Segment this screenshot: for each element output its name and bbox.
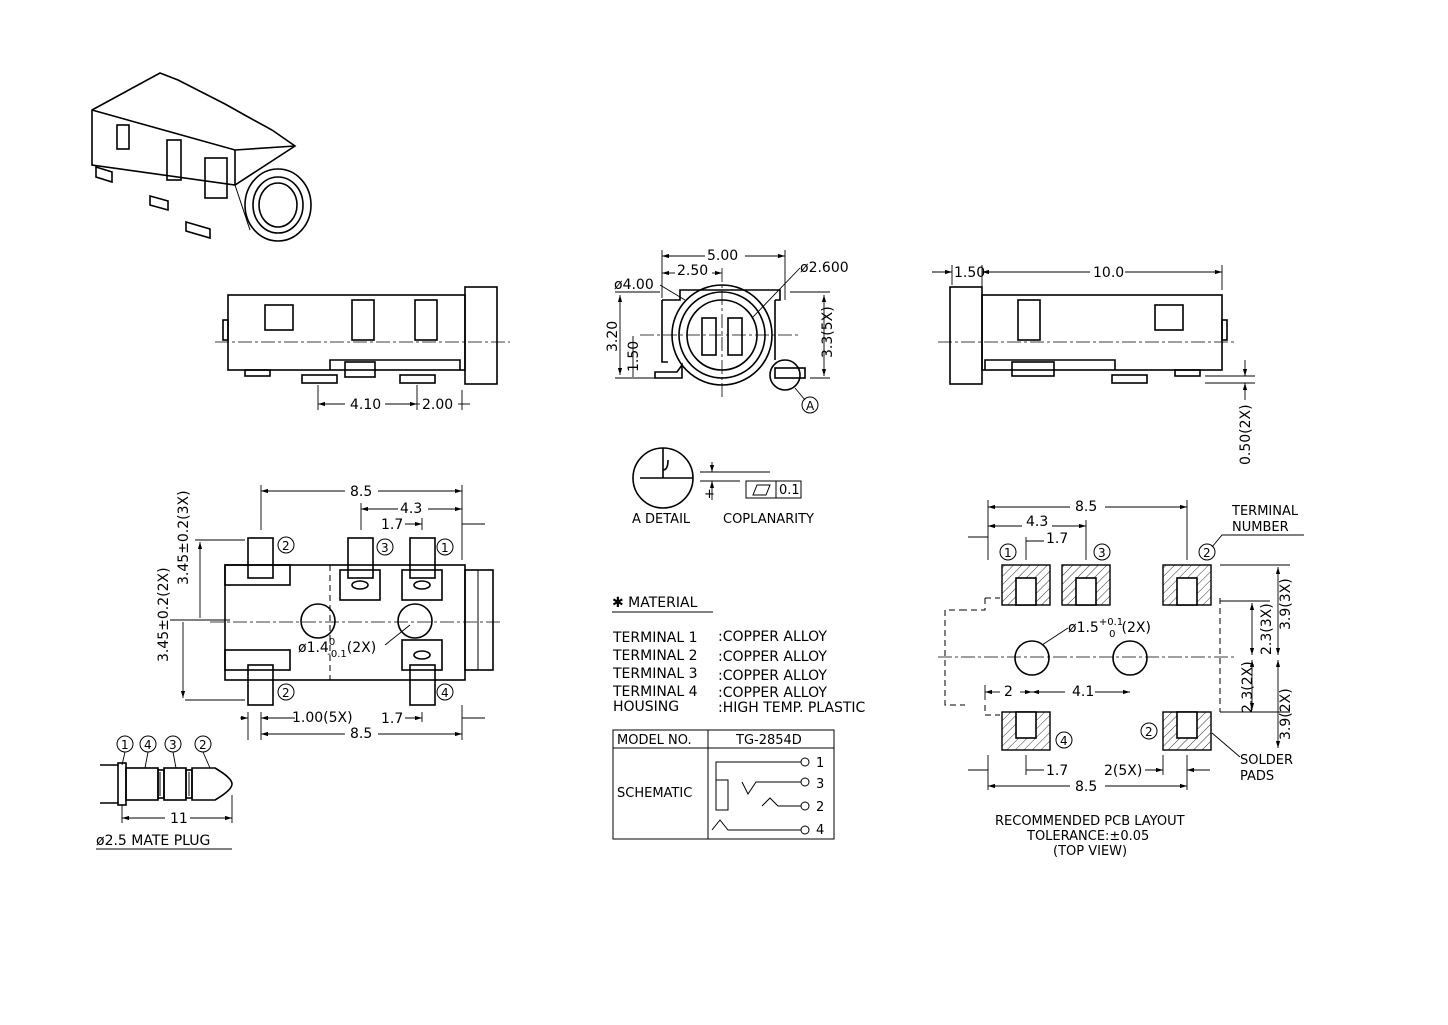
- dim-d2.600: ø2.600: [800, 260, 849, 276]
- top-term-1: 1: [441, 541, 449, 555]
- dim-3.3-5x: 3.3(5X): [820, 306, 836, 358]
- mat-part-3: TERMINAL 3: [612, 666, 698, 682]
- top-dim-h1: 3.45±0.2(2X): [156, 567, 172, 662]
- mat-val-2: :COPPER ALLOY: [718, 649, 827, 665]
- plug-pin-4: 4: [144, 738, 152, 752]
- sch-pin-4: 4: [816, 823, 824, 838]
- pcb-dim-2: 2: [1004, 684, 1013, 700]
- mat-val-1: :COPPER ALLOY: [718, 629, 827, 645]
- pcb-dim-v1: 2.3(3X): [1259, 603, 1275, 655]
- pcb-dim-1.7a: 1.7: [1046, 531, 1068, 547]
- top-dim-h2: 3.45±0.2(3X): [176, 490, 192, 585]
- pcb-dim-4.3: 4.3: [1026, 514, 1048, 530]
- dim-1.50-r: 1.50: [954, 265, 985, 281]
- material-title: ✱ MATERIAL: [612, 595, 698, 611]
- a-detail-label: A DETAIL: [632, 512, 691, 527]
- pcb-term-2b: 2: [1145, 725, 1153, 739]
- mat-part-5: HOUSING: [613, 699, 679, 715]
- plus-sign: +: [704, 487, 715, 502]
- mat-part-1: TERMINAL 1: [612, 630, 698, 646]
- top-dim-1.7a: 1.7: [381, 517, 403, 533]
- sch-pin-3: 3: [816, 777, 824, 792]
- dim-5.00: 5.00: [707, 248, 738, 264]
- pcb-dim-pitch: 2(5X): [1104, 763, 1142, 779]
- front-view: A 5.00 2.50 ø4.00 ø2.600 3.20 1.50 3.3(5…: [605, 248, 849, 414]
- dim-0.50-2x: 0.50(2X): [1238, 404, 1254, 465]
- plug-pin-3: 3: [169, 738, 177, 752]
- sch-pin-1: 1: [816, 756, 824, 771]
- pcb-caption-1: RECOMMENDED PCB LAYOUT: [995, 814, 1185, 829]
- terminal-label-2: NUMBER: [1232, 520, 1289, 535]
- pcb-caption-3: (TOP VIEW): [1053, 844, 1127, 859]
- model-table: MODEL NO. TG-2854D SCHEMATIC 1 3 2 4: [612, 729, 835, 840]
- mat-val-3: :COPPER ALLOY: [718, 668, 827, 684]
- pcb-dim-v2: 3.9(3X): [1278, 578, 1294, 630]
- top-term-2b: 2: [282, 686, 290, 700]
- plug-caption: ø2.5 MATE PLUG: [96, 833, 210, 849]
- dim-d4.00: ø4.00: [614, 277, 654, 293]
- side-view-right: 1.50 10.0 0.50(2X): [932, 265, 1255, 465]
- dim-10.0: 10.0: [1093, 265, 1124, 281]
- top-dim-hole: ø1.40-0.1(2X): [298, 637, 376, 660]
- plug-pin-1: 1: [121, 738, 129, 752]
- top-dim-4.3: 4.3: [400, 501, 422, 517]
- mat-val-5: :HIGH TEMP. PLASTIC: [718, 700, 866, 716]
- pad-label-1: SOLDER: [1240, 753, 1293, 768]
- pcb-caption-2: TOLERANCE:±0.05: [1026, 829, 1149, 844]
- top-view: 2 3 1 2 4 8.5 4.3 1.7 1.00(5X) 1.7 8.5: [156, 484, 500, 742]
- model-value: TG-2854D: [735, 733, 802, 748]
- side-view-left: 4.10 2.00: [215, 286, 510, 413]
- isometric-view: [91, 72, 312, 242]
- pcb-term-3: 3: [1098, 546, 1106, 560]
- plug-length: 11: [170, 811, 188, 827]
- material-list: ✱ MATERIAL TERMINAL 1 :COPPER ALLOY TERM…: [612, 595, 866, 716]
- top-dim-8.5: 8.5: [350, 484, 372, 500]
- plug-pin-2: 2: [199, 738, 207, 752]
- dim-3.20: 3.20: [605, 321, 621, 352]
- top-dim-1.7b: 1.7: [381, 711, 403, 727]
- top-dim-pitch: 1.00(5X): [292, 710, 353, 726]
- pcb-dim-v4: 3.9(2X): [1278, 688, 1294, 740]
- pcb-dim-4.1: 4.1: [1072, 684, 1094, 700]
- pad-label-2: PADS: [1240, 769, 1274, 784]
- coplanarity-tolerance: 0.1: [779, 483, 800, 498]
- detail-ref-a: A: [806, 399, 815, 413]
- dim-2.50: 2.50: [677, 263, 708, 279]
- schematic-label: SCHEMATIC: [617, 786, 692, 801]
- top-term-2a: 2: [282, 539, 290, 553]
- sch-pin-2: 2: [816, 800, 824, 815]
- terminal-label-1: TERMINAL: [1231, 504, 1299, 519]
- pcb-dim-8.5: 8.5: [1075, 499, 1097, 515]
- pcb-term-2a: 2: [1203, 546, 1211, 560]
- dim-2.00: 2.00: [422, 397, 453, 413]
- pcb-term-4: 4: [1060, 734, 1068, 748]
- mat-part-4: TERMINAL 4: [612, 684, 698, 700]
- mate-plug: 1 4 3 2 11 ø2.5 MATE PLUG: [96, 735, 233, 850]
- dim-1.50: 1.50: [626, 341, 642, 372]
- pcb-layout: 1 3 2 4 2 TERMINAL NUMBER SOLDER PADS 8.…: [938, 499, 1304, 859]
- mat-val-4: :COPPER ALLOY: [718, 685, 827, 701]
- top-term-4: 4: [441, 686, 449, 700]
- top-term-3: 3: [381, 541, 389, 555]
- pcb-dim-1.7b: 1.7: [1046, 763, 1068, 779]
- detail-coplanarity: + 0.1 A DETAIL COPLANARITY: [632, 447, 814, 527]
- top-dim-8.5-bottom: 8.5: [350, 726, 372, 742]
- mat-part-2: TERMINAL 2: [612, 648, 698, 664]
- dim-4.10: 4.10: [350, 397, 381, 413]
- coplanarity-label: COPLANARITY: [723, 512, 814, 527]
- pcb-dim-v3: 2.3(2X): [1240, 661, 1256, 713]
- pcb-dim-8.5-bottom: 8.5: [1075, 779, 1097, 795]
- pcb-term-1: 1: [1004, 546, 1012, 560]
- model-label: MODEL NO.: [617, 733, 692, 748]
